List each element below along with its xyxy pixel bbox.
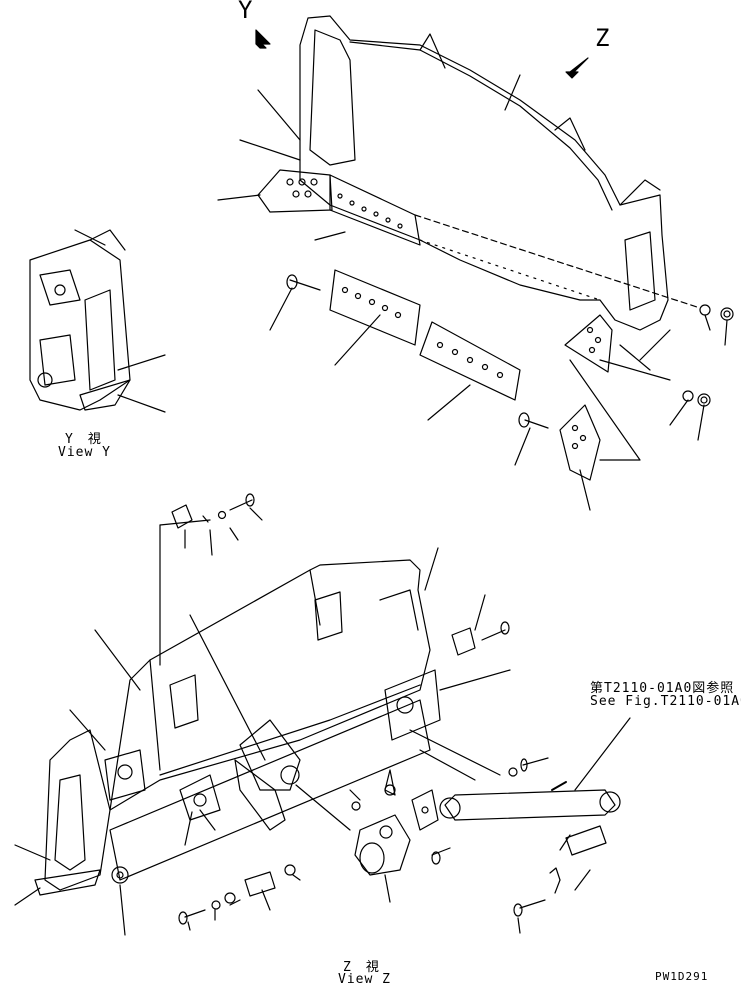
reference-en: See Fig.T2110-01A0: [590, 694, 741, 709]
reference-jp: 第T2110-01A0図参照: [590, 681, 735, 696]
view-z-title-jp: Z 視: [343, 960, 380, 975]
view-z-title-en: View Z: [338, 972, 391, 987]
view-y-title-en: View Y: [58, 445, 111, 460]
view-z-marker: Z: [595, 24, 610, 52]
view-y-title-jp: Y 視: [65, 432, 102, 447]
view-y-detail: [29, 229, 166, 413]
view-y-marker: Y: [238, 0, 253, 24]
drawing-code: PW1D291: [655, 970, 709, 983]
frame-bottom-view: [14, 493, 631, 936]
blade-top-view: [217, 15, 734, 511]
